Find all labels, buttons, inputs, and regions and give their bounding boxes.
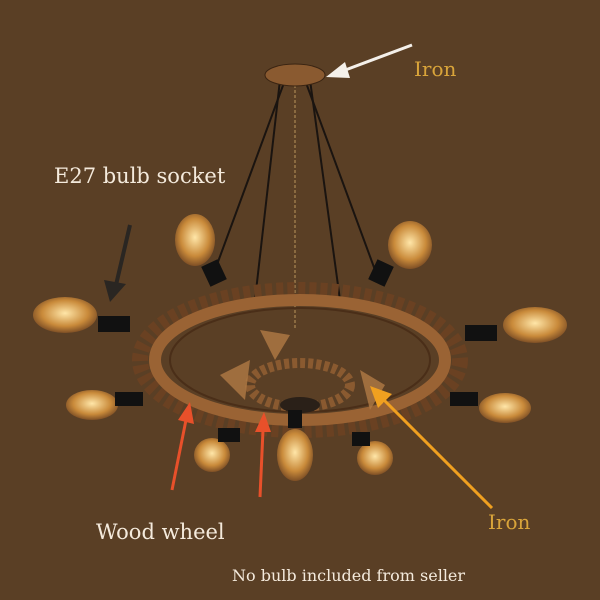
arrow-iron-bottom	[370, 386, 494, 510]
arrow-bulb-socket	[104, 224, 132, 302]
iron-top-label: Iron	[414, 57, 457, 81]
hanging-cables	[214, 79, 376, 330]
no-bulb-notice: No bulb included from seller	[232, 566, 466, 585]
bulbs	[33, 214, 567, 481]
arrow-iron-top	[326, 43, 413, 78]
bulb-socket-label: E27 bulb socket	[54, 164, 226, 188]
wood-wheel-label: Wood wheel	[96, 520, 225, 544]
ceiling-canopy	[264, 63, 326, 87]
iron-bottom-label: Iron	[488, 510, 531, 534]
arrow-wood-wheel-2	[255, 412, 271, 498]
arrow-wood-wheel-1	[170, 402, 194, 491]
